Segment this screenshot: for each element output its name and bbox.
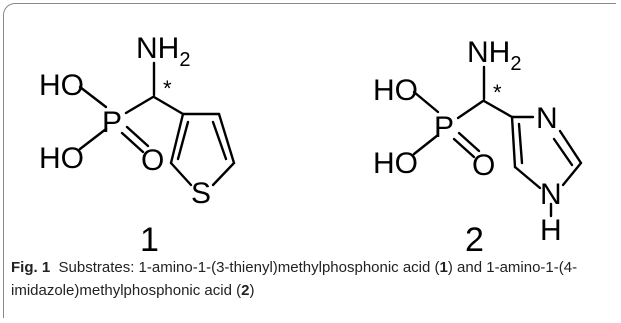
ring1-bond-b-inner — [211, 120, 228, 161]
hydroxyl-top-label: HO — [39, 69, 84, 102]
ring1-bond-c — [211, 161, 236, 187]
nh-nitrogen-label: N — [540, 178, 562, 211]
compound-2-structure: NH2 * HO P HO O N N H 2 — [373, 36, 583, 258]
hydroxyl-bottom-label: HO — [39, 142, 84, 175]
figure-frame — [3, 3, 616, 318]
caption-text-part3: ) — [249, 282, 255, 299]
bond-p-o-double-b — [120, 131, 145, 154]
bond-p-c — [124, 95, 155, 115]
caption-compound-ref-1: 1 — [439, 259, 448, 276]
bond-c-ring — [482, 99, 514, 119]
ring1-bond-b — [217, 112, 236, 165]
ring1-bond-e — [169, 112, 185, 165]
bond-p-o-double-a — [457, 131, 481, 153]
oxygen-label: O — [141, 144, 164, 177]
phosphorus-label: P — [434, 111, 454, 144]
oxygen-label: O — [472, 149, 495, 182]
bond-p-oh-top — [412, 90, 440, 114]
bond-p-o-double-a — [125, 125, 150, 148]
bond-p-oh-bottom — [78, 127, 108, 151]
ring2-bond-c5-c4-inner — [517, 122, 524, 165]
nh-hydrogen-label: H — [540, 214, 562, 247]
bond-p-o-double-b — [452, 137, 476, 159]
stereocenter-marker: * — [163, 76, 172, 101]
figure: NH2 * HO P HO O S 1 — [3, 3, 618, 320]
caption-text-part1: Substrates: 1-amino-1-(3-thienyl)methylp… — [58, 259, 440, 276]
figure-caption: Fig. 1 Substrates: 1-amino-1-(3-thienyl)… — [11, 256, 616, 302]
phosphorus-label: P — [102, 106, 122, 139]
caption-compound-ref-2: 2 — [241, 282, 250, 299]
ring2-bond-c2-n1 — [561, 161, 583, 187]
ring2-bond-c5-c4 — [510, 115, 517, 169]
bond-p-c — [456, 99, 485, 120]
figure-label: Fig. 1 — [11, 259, 51, 276]
bond-c-ring — [152, 95, 185, 116]
ring-nitrogen-label: N — [536, 102, 558, 135]
amine-label: NH2 — [136, 32, 190, 71]
compound-2-number: 2 — [465, 221, 484, 258]
ring1-bond-e-inner — [176, 120, 190, 161]
amine-label: NH2 — [467, 36, 521, 75]
compound-1-structure: NH2 * HO P HO O S 1 — [39, 32, 236, 258]
ring2-bond-n3-c2-inner — [552, 137, 574, 167]
bond-p-oh-bottom — [412, 133, 440, 156]
hydroxyl-top-label: HO — [373, 74, 418, 107]
sulfur-label: S — [191, 177, 211, 210]
ring2-bond-n1-c5 — [513, 165, 542, 190]
caption-text-part2: ) and 1-amino-1-(4-imidazole)methylphosp… — [11, 259, 578, 299]
ring2-bond-n3-c2 — [558, 129, 583, 165]
hydroxyl-bottom-label: HO — [373, 147, 418, 180]
ring1-bond-d — [169, 161, 193, 187]
stereocenter-marker: * — [493, 80, 502, 105]
chemical-structures: NH2 * HO P HO O S 1 — [39, 32, 583, 258]
bond-p-oh-top — [78, 85, 108, 109]
compound-1-number: 1 — [140, 221, 159, 258]
